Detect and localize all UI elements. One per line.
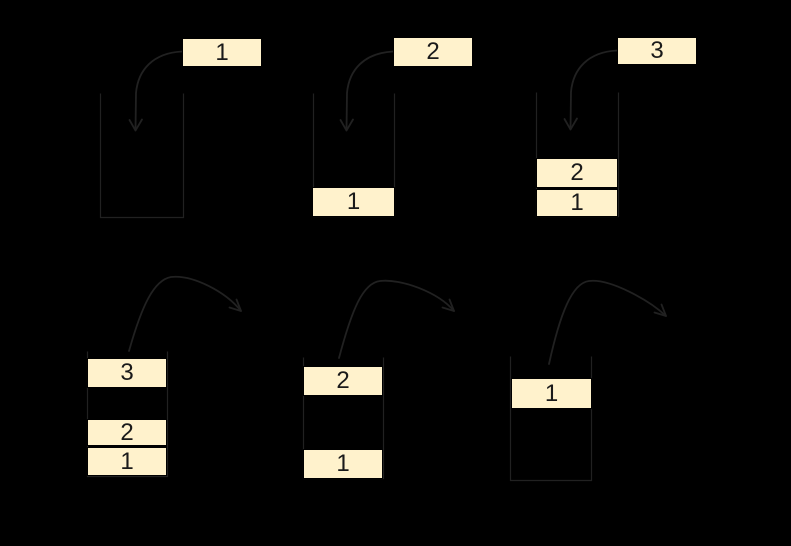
pop-arrowhead-3 [653,303,667,317]
pop-stack-container-1 [86,351,169,478]
push-arrow-3 [569,49,618,130]
push-arrowhead-3 [563,117,578,131]
push2-stack-item-1: 1 [312,187,395,217]
pop1-popping-item: 3 [87,358,167,388]
pop-arrow-1 [128,275,242,352]
push-value-box-3: 3 [617,37,697,65]
push-stack-container-1 [99,93,185,219]
pop-arrowhead-2 [441,298,455,312]
pop-arrowhead-1 [228,298,242,312]
push-arrow-1 [134,50,183,131]
push-arrowhead-1 [128,118,143,132]
pop-stack-container-3 [509,356,593,482]
pop3-popping-item: 1 [511,378,592,409]
pop-arrow-2 [338,279,455,359]
push-arrow-2 [345,50,394,131]
pop2-stack-item-1: 1 [303,449,383,479]
push-value-box-1: 1 [182,38,262,67]
push3-stack-item-2: 2 [536,158,618,188]
pop1-stack-item-1: 1 [87,447,167,476]
push3-stack-item-1: 1 [536,189,618,217]
pop-arrow-3 [548,280,667,365]
pop1-stack-item-2: 2 [87,419,167,446]
pop2-popping-item: 2 [303,366,383,396]
push-value-box-2: 2 [393,37,473,67]
push-arrowhead-2 [339,118,354,132]
